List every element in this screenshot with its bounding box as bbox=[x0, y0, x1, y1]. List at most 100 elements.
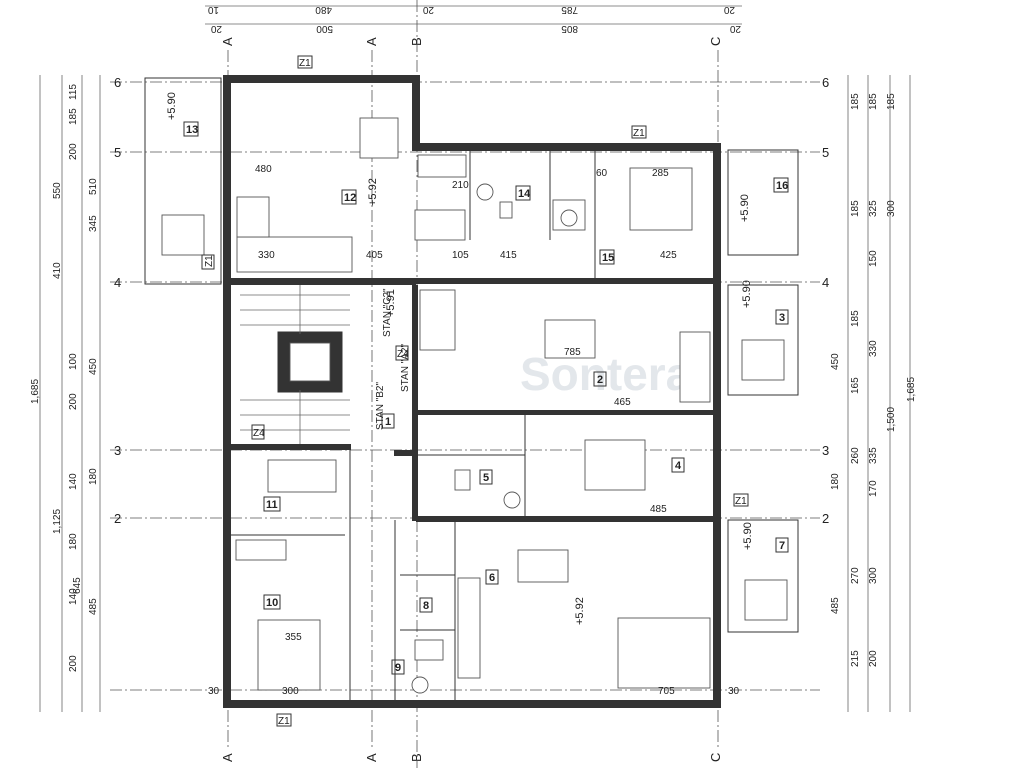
sink bbox=[414, 639, 444, 661]
armchair bbox=[236, 196, 270, 238]
room-number: 7 bbox=[779, 540, 785, 552]
right-dim: 180 bbox=[830, 473, 841, 490]
room-number: 1 bbox=[385, 416, 391, 428]
axis-label: B bbox=[409, 753, 424, 762]
axis-number: 6 bbox=[114, 75, 121, 90]
left-dim: 140 bbox=[68, 473, 79, 490]
room-number: 5 bbox=[483, 472, 489, 484]
inner-dim: 785 bbox=[564, 347, 581, 358]
terrace-table bbox=[161, 214, 205, 256]
level-marks: +5.90 +5.92 +5.90 +5.91 +5.90 +5.92 +5.9… bbox=[166, 92, 754, 625]
sofa bbox=[617, 617, 711, 689]
top-dim: 500 bbox=[316, 23, 333, 34]
left-dim: 510 bbox=[88, 178, 99, 195]
axis-number: 2 bbox=[822, 511, 829, 526]
left-dimensions: 1,685 1,125 550 410 450 180 645 485 115 … bbox=[30, 75, 101, 712]
terrace-table bbox=[744, 579, 788, 621]
left-dim: 410 bbox=[52, 262, 63, 279]
room-number: 11 bbox=[266, 499, 278, 511]
inner-dim: 705 bbox=[658, 686, 675, 697]
toilet bbox=[454, 469, 471, 491]
top-dimensions: 10 480 20 785 20 20 500 805 20 bbox=[205, 4, 742, 34]
sofa bbox=[236, 236, 353, 273]
inner-dim: 485 bbox=[650, 504, 667, 515]
toilet bbox=[499, 201, 513, 219]
tag: Z4 bbox=[397, 349, 409, 360]
stair-label: STAN "A2" bbox=[400, 344, 411, 392]
inner-dim: 30 bbox=[208, 686, 220, 697]
tag: Z1 bbox=[633, 128, 645, 139]
left-dim: 1,685 bbox=[30, 379, 41, 404]
stair-label: STAN "C2" bbox=[382, 288, 393, 337]
axis-label: C bbox=[708, 753, 723, 762]
kitchen-counter bbox=[457, 577, 481, 679]
bed bbox=[584, 439, 646, 491]
right-dim: 150 bbox=[868, 250, 879, 267]
inner-dim: 210 bbox=[452, 180, 469, 191]
axis-number: 2 bbox=[114, 511, 121, 526]
sofa bbox=[679, 331, 711, 403]
tag: Z1 bbox=[278, 716, 290, 727]
level-mark: +5.92 bbox=[367, 178, 379, 206]
axis-number: 4 bbox=[822, 275, 829, 290]
right-dim: 185 bbox=[850, 200, 861, 217]
bed bbox=[267, 459, 337, 493]
axis-label: A bbox=[364, 37, 379, 46]
level-mark: +5.90 bbox=[166, 92, 178, 120]
right-dim: 260 bbox=[850, 447, 861, 464]
axis-number: 3 bbox=[822, 443, 829, 458]
right-dim: 200 bbox=[868, 650, 879, 667]
right-dim: 185 bbox=[886, 93, 897, 110]
top-dim: 480 bbox=[315, 4, 332, 15]
top-dim: 20 bbox=[210, 23, 222, 34]
axis-letters: A A B C A A B C bbox=[220, 37, 723, 762]
right-dim: 185 bbox=[850, 93, 861, 110]
level-mark: +5.91 bbox=[385, 289, 397, 317]
left-dim: 645 bbox=[72, 577, 83, 594]
terrace-3 bbox=[727, 284, 799, 396]
right-dim: 300 bbox=[886, 200, 897, 217]
dining-table bbox=[544, 319, 596, 359]
axis-label: A bbox=[220, 37, 235, 46]
axis-number: 5 bbox=[114, 145, 121, 160]
right-dimensions: 1,685 1,500 185 185 185 185 325 300 150 … bbox=[830, 75, 917, 712]
tags: Z1 Z1 Z1 Z1 Z1 Z4 Z4 bbox=[201, 55, 749, 727]
left-dim: 550 bbox=[52, 182, 63, 199]
left-dim: 485 bbox=[88, 598, 99, 615]
tag: Z1 bbox=[299, 58, 311, 69]
left-dim: 140 bbox=[68, 588, 79, 605]
axis-number: 5 bbox=[822, 145, 829, 160]
stair-labels: STAN "C2" STAN "A2" STAN "B2" bbox=[375, 288, 411, 430]
room-number: 15 bbox=[602, 252, 614, 264]
terrace-table bbox=[741, 339, 785, 381]
right-dim: 335 bbox=[868, 447, 879, 464]
left-dim: 185 bbox=[68, 108, 79, 125]
inner-dim: 355 bbox=[285, 632, 302, 643]
top-dim: 20 bbox=[723, 4, 735, 15]
level-mark: +5.90 bbox=[739, 194, 751, 222]
top-dim: 20 bbox=[422, 4, 434, 15]
furniture bbox=[161, 117, 788, 694]
room-number: 3 bbox=[779, 312, 785, 324]
right-dim: 1,500 bbox=[886, 407, 897, 432]
level-mark: +5.92 bbox=[574, 597, 586, 625]
inner-dim: 105 bbox=[452, 250, 469, 261]
level-mark: +5.90 bbox=[742, 522, 754, 550]
right-dim: 215 bbox=[850, 650, 861, 667]
left-dim: 180 bbox=[68, 533, 79, 550]
left-dim: 100 bbox=[68, 353, 79, 370]
top-dim: 805 bbox=[561, 23, 578, 34]
right-dim: 485 bbox=[830, 597, 841, 614]
kitchen-counter bbox=[417, 154, 467, 178]
left-dim: 200 bbox=[68, 393, 79, 410]
stairs bbox=[240, 285, 350, 444]
left-dim: 115 bbox=[68, 84, 79, 100]
terrace-13 bbox=[144, 77, 222, 285]
axis-label: A bbox=[364, 753, 379, 762]
right-dim: 170 bbox=[868, 480, 879, 497]
right-dim: 450 bbox=[830, 353, 841, 370]
axis-number: 6 bbox=[822, 75, 829, 90]
room-number: 2 bbox=[597, 374, 603, 386]
inner-dimensions: 480 330 405 105 415 425 285 210 60 785 4… bbox=[208, 164, 740, 697]
left-dim: 345 bbox=[88, 215, 99, 232]
